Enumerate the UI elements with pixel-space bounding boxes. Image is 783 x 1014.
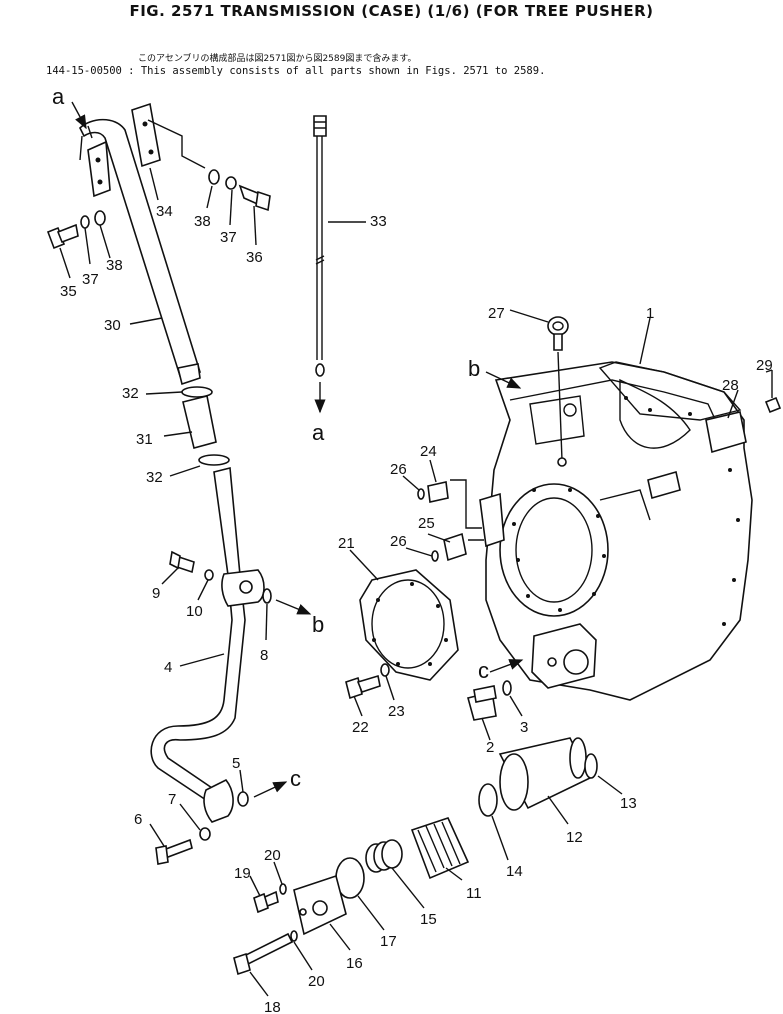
figure-title: FIG. 2571 TRANSMISSION (CASE) (1/6) (FOR… <box>129 2 654 20</box>
parts-22-23-bolt-and-washer <box>345 663 390 700</box>
callout-38-left: 38 <box>106 257 123 274</box>
callout-15: 15 <box>420 911 437 928</box>
callout-19: 19 <box>234 865 251 882</box>
ref-a-top: a <box>52 84 65 109</box>
ref-b-left: b <box>468 356 480 381</box>
callout-5: 5 <box>232 755 240 772</box>
callout-25: 25 <box>418 515 435 532</box>
callout-13: 13 <box>620 795 637 812</box>
callout-26-upper: 26 <box>390 461 407 478</box>
parts-36-37-38-upper-fasteners <box>208 169 271 212</box>
callout-9: 9 <box>152 585 160 602</box>
callout-36: 36 <box>246 249 263 266</box>
part-4-lower-guide-tube <box>150 466 265 823</box>
callout-3: 3 <box>520 719 528 736</box>
callout-24: 24 <box>420 443 437 460</box>
callout-26-lower: 26 <box>390 533 407 550</box>
callout-31: 31 <box>136 431 153 448</box>
callout-12: 12 <box>566 829 583 846</box>
callout-38-upper: 38 <box>194 213 211 230</box>
callout-32-lower: 32 <box>146 469 163 486</box>
callout-22: 22 <box>352 719 369 736</box>
part-33-dipstick <box>313 115 327 414</box>
callout-6: 6 <box>134 811 142 828</box>
parts-35-37-38-left-fasteners <box>46 210 106 250</box>
parts-18-19-20-fasteners <box>233 883 298 976</box>
assembly-note-english: 144-15-00500 : This assembly consists of… <box>46 65 546 77</box>
callout-7: 7 <box>168 791 176 808</box>
part-15-spring <box>365 839 403 873</box>
callout-37-upper: 37 <box>220 229 237 246</box>
ref-c-right: c <box>290 766 301 791</box>
callout-17: 17 <box>380 933 397 950</box>
callout-32-upper: 32 <box>122 385 139 402</box>
callout-21: 21 <box>338 535 355 552</box>
assembly-note-japanese: このアセンブリの構成部品は図2571図から図2589図まで含みます。 <box>138 54 417 64</box>
part-27-eye-bolt <box>547 316 569 467</box>
part-21-gasket <box>359 569 459 681</box>
callout-29: 29 <box>756 357 773 374</box>
callout-20-lower: 20 <box>308 973 325 990</box>
callout-4: 4 <box>164 659 172 676</box>
callout-27: 27 <box>488 305 505 322</box>
leader-lines <box>59 101 773 997</box>
parts-28-29-cover-and-screw <box>705 370 782 454</box>
callout-33: 33 <box>370 213 387 230</box>
ref-c-left: c <box>478 658 489 683</box>
parts-2-3-drain-plug <box>467 659 524 721</box>
part-16-filter-cover <box>293 874 347 936</box>
parts-5-to-10-fasteners <box>155 550 312 865</box>
callout-2: 2 <box>486 739 494 756</box>
part-30-guide-tube <box>79 118 202 386</box>
part-11-filter-element <box>410 817 470 880</box>
part-34-bracket <box>131 102 206 169</box>
callout-28: 28 <box>722 377 739 394</box>
ref-b-right: b <box>312 612 324 637</box>
callout-16: 16 <box>346 955 363 972</box>
callout-labels: 1 2 3 4 5 6 7 8 9 10 11 12 13 14 15 16 1… <box>52 84 773 1014</box>
ref-a-bottom: a <box>312 420 325 445</box>
callout-11: 11 <box>466 885 482 902</box>
callout-18: 18 <box>264 999 281 1014</box>
parts-31-32-hose-and-clamps <box>181 386 230 466</box>
part-1-transmission-case <box>479 361 753 701</box>
callout-8: 8 <box>260 647 268 664</box>
callout-10: 10 <box>186 603 203 620</box>
callout-23: 23 <box>388 703 405 720</box>
callout-30: 30 <box>104 317 121 334</box>
callout-34: 34 <box>156 203 173 220</box>
callout-35: 35 <box>60 283 77 300</box>
part-12-filter-case <box>498 737 592 811</box>
case-flange-bolts <box>512 396 740 626</box>
callout-1: 1 <box>646 305 654 322</box>
callout-20-upper: 20 <box>264 847 281 864</box>
gasket-bolt-holes <box>372 582 448 666</box>
part-14-o-ring <box>478 783 498 817</box>
callout-14: 14 <box>506 863 523 880</box>
part-13-o-ring <box>584 753 598 779</box>
callout-37-left: 37 <box>82 271 99 288</box>
